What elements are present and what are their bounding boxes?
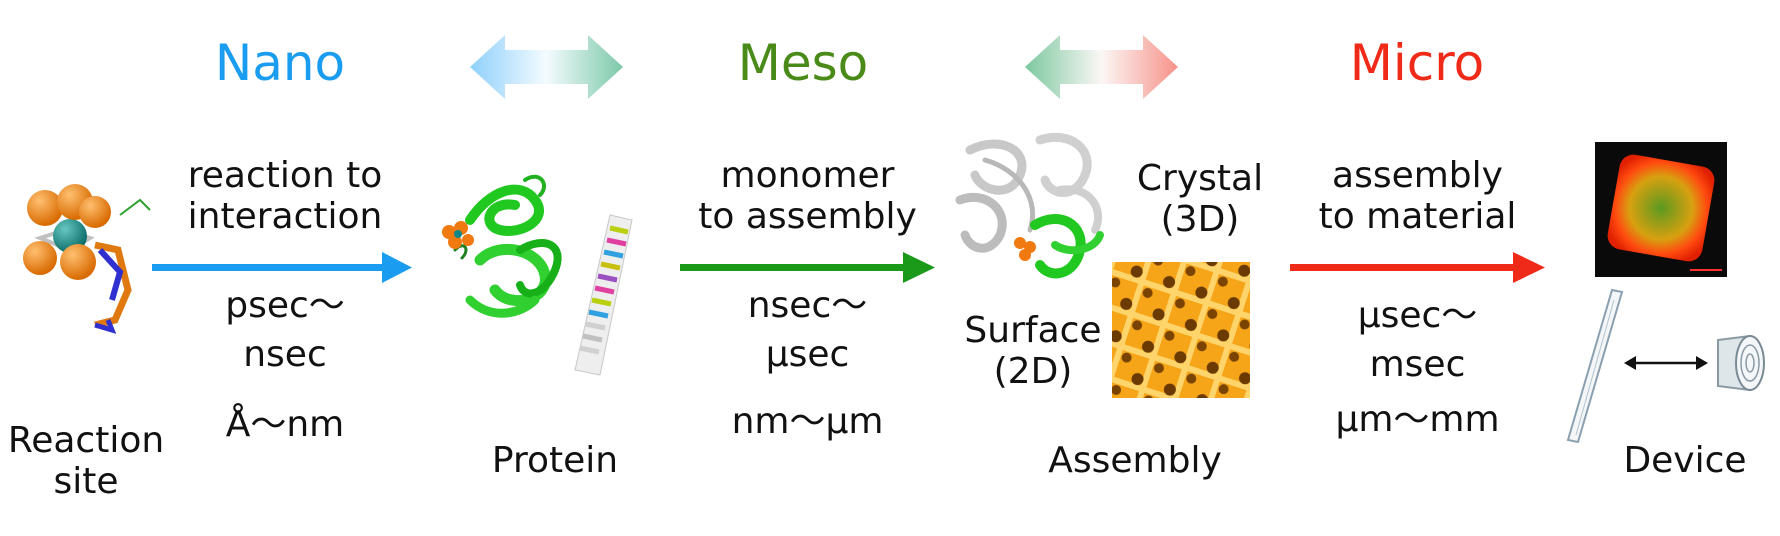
arrow-meso-desc-line1: monomer xyxy=(720,155,895,196)
arrow-nano-desc-line1: reaction to xyxy=(187,155,383,196)
protein-image xyxy=(442,174,562,318)
reaction-site-image xyxy=(23,184,151,334)
arrow-micro-length: μm〜mm xyxy=(1335,399,1500,440)
label-assembly: Assembly xyxy=(1048,440,1222,481)
label-reaction-site-line1: Reaction xyxy=(7,420,165,461)
arrow-meso-time-line2: μsec xyxy=(765,333,850,375)
scale-title-micro: Micro xyxy=(1349,34,1485,92)
label-reaction-site-line2: site xyxy=(53,461,119,503)
arrow-meso-timescale: nsec〜 μsec xyxy=(670,282,945,379)
device-micrograph-image xyxy=(1595,142,1727,277)
scale-title-nano: Nano xyxy=(214,34,346,92)
label-reaction-site: Reaction site xyxy=(0,420,172,503)
arrow-nano-timescale: psec〜 nsec xyxy=(150,282,420,379)
crystal-image xyxy=(955,132,1104,279)
label-surface: Surface (2D) xyxy=(948,310,1118,393)
arrow-meso-time-line1: nsec〜 xyxy=(747,285,868,326)
device-sheet-image xyxy=(1566,288,1624,444)
label-crystal-line1: Crystal xyxy=(1136,158,1264,199)
arrow-micro-timescale: μsec〜 msec xyxy=(1280,292,1555,389)
arrow-nano-desc-line2: interaction xyxy=(187,196,383,238)
arrow-nano-description: reaction to interaction xyxy=(140,155,430,238)
arrow-nano-process xyxy=(152,252,412,283)
arrow-micro-description: assembly to material xyxy=(1280,155,1555,238)
surface-lattice-image xyxy=(1112,262,1250,398)
arrow-micro-time-line2: msec xyxy=(1369,343,1466,385)
arrow-meso-process xyxy=(680,252,935,283)
arrow-meso-desc-line2: to assembly xyxy=(698,196,917,238)
arrow-micro-desc-line2: to material xyxy=(1318,196,1517,238)
arrow-micro-process xyxy=(1290,252,1545,283)
arrow-nano-time-line2: nsec xyxy=(243,333,327,375)
arrow-nano-length: Å〜nm xyxy=(225,404,345,445)
arrow-nano-time-line1: psec〜 xyxy=(225,285,345,326)
label-device: Device xyxy=(1623,440,1747,481)
double-arrow-meso-micro xyxy=(1025,35,1178,99)
arrow-meso-length: nm〜μm xyxy=(731,401,884,442)
label-crystal: Crystal (3D) xyxy=(1115,158,1285,241)
device-roll-image xyxy=(1717,334,1765,392)
label-surface-line1: Surface xyxy=(964,310,1102,351)
fibril-image xyxy=(574,214,633,376)
label-protein: Protein xyxy=(491,440,619,481)
label-surface-line2: (2D) xyxy=(993,351,1073,393)
arrow-meso-description: monomer to assembly xyxy=(670,155,945,238)
arrow-micro-time-line1: μsec〜 xyxy=(1357,295,1478,336)
arrow-micro-desc-line1: assembly xyxy=(1332,155,1503,196)
label-crystal-line2: (3D) xyxy=(1160,199,1240,241)
double-arrow-nano-meso xyxy=(470,35,623,99)
device-double-arrow xyxy=(1624,356,1708,370)
scale-title-meso: Meso xyxy=(737,34,869,92)
